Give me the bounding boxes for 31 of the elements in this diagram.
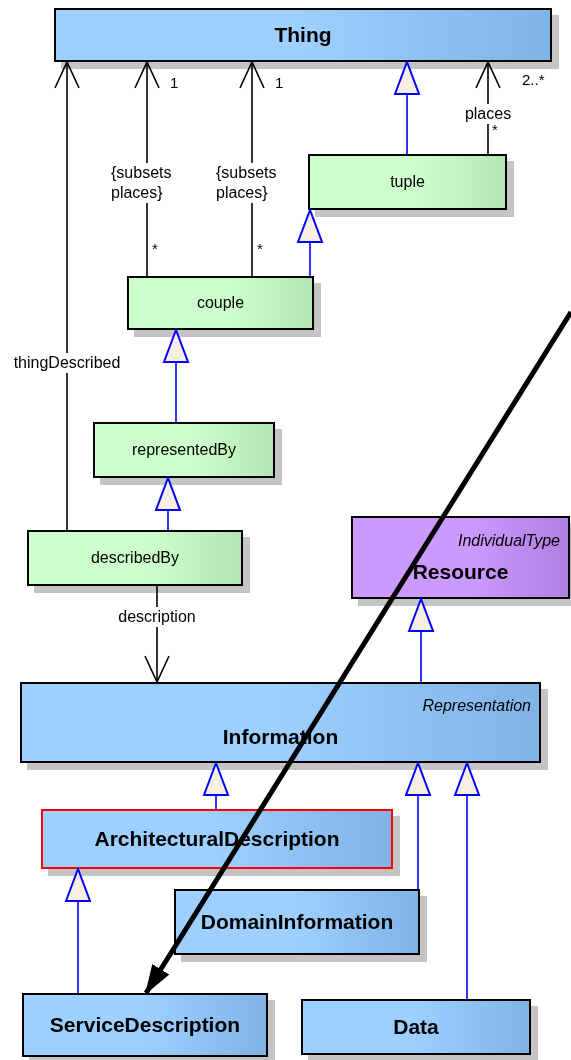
class-name: couple xyxy=(196,294,245,312)
generalization-arrow xyxy=(394,61,420,155)
edge-label: description xyxy=(118,607,196,627)
stereotype-label: Representation xyxy=(422,696,531,715)
multiplicity-label: 1 xyxy=(170,74,179,92)
generalization-arrow xyxy=(408,598,434,683)
pointer-arrow xyxy=(143,310,571,995)
stereotype-label: IndividualType xyxy=(458,531,560,550)
multiplicity-label: 1 xyxy=(275,74,284,92)
generalization-arrow xyxy=(454,762,480,1000)
generalization-arrow xyxy=(297,209,323,277)
generalization-arrow xyxy=(203,762,229,810)
class-name: representedBy xyxy=(131,441,237,459)
class-name: ServiceDescription xyxy=(49,1013,241,1037)
edge-label: places xyxy=(464,104,512,124)
multiplicity-label: 2..* xyxy=(522,71,545,89)
generalization-arrow xyxy=(163,329,189,423)
class-name: tuple xyxy=(390,173,425,191)
multiplicity-label: * xyxy=(152,240,158,258)
class-name: DomainInformation xyxy=(200,910,394,934)
class-name: Thing xyxy=(274,23,332,47)
class-name: describedBy xyxy=(90,549,179,567)
multiplicity-label: * xyxy=(257,240,263,258)
class-name: Data xyxy=(393,1015,439,1039)
generalization-arrow xyxy=(155,477,181,531)
association-arrow xyxy=(54,61,80,531)
edge-label: thingDescribed xyxy=(13,353,121,373)
class-name: Resource xyxy=(412,559,509,584)
generalization-arrow xyxy=(405,762,431,890)
multiplicity-label: * xyxy=(492,121,498,139)
generalization-arrow xyxy=(65,868,91,994)
